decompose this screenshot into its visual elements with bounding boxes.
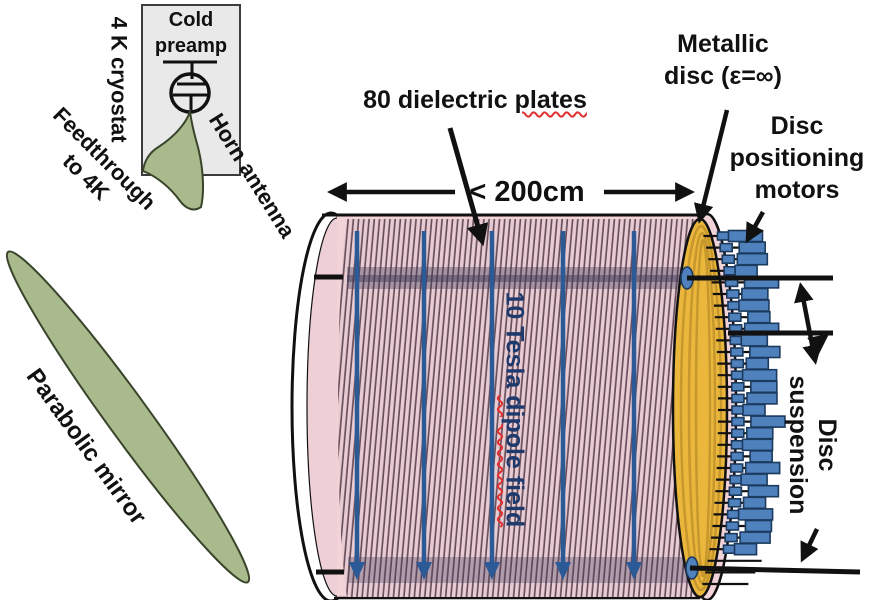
motor-connector: [728, 312, 742, 323]
positioning-motor: [746, 392, 778, 405]
dielectric-plates-hatch: [338, 219, 700, 597]
motor-connector: [731, 393, 745, 404]
label-metallic-disc-line2: disc (ε=∞): [664, 62, 782, 90]
label-dipole-field-prefix: 10 Tesla: [500, 291, 529, 396]
motor-connector: [721, 254, 736, 264]
motor-connector: [730, 428, 745, 439]
positioning-motor: [742, 496, 767, 510]
positioning-motor: [749, 450, 773, 463]
positioning-motor: [741, 287, 769, 301]
label-positioning-motors-line1: Disc: [770, 112, 824, 140]
label-dielectric-plates: 80 dielectric plates: [335, 86, 615, 115]
positioning-motor: [738, 241, 766, 254]
label-cold-preamp-line2: preamp: [154, 35, 228, 57]
label-disc-suspension-line1: Disc: [813, 418, 841, 472]
motor-connector: [731, 416, 745, 427]
positioning-motor: [739, 531, 771, 544]
label-disc-suspension: Disc suspension: [783, 370, 841, 520]
label-positioning-motors-line3: motors: [754, 176, 840, 204]
label-positioning-motors: Disc positioning motors: [712, 110, 877, 206]
suspension-rail-pointer-arrow: [800, 528, 820, 563]
positioning-motor: [749, 345, 781, 359]
field-lines-group: [349, 231, 642, 580]
motor-connector: [731, 381, 745, 392]
positioning-motor: [750, 380, 778, 394]
positioning-motor: [745, 357, 770, 370]
positioning-motor: [740, 473, 768, 486]
field-arrowhead: [416, 562, 432, 580]
positioning-motor: [734, 264, 758, 278]
motor-connector: [729, 463, 744, 473]
parabolic-mirror-shape: [5, 250, 251, 584]
motor-connector: [730, 451, 744, 462]
motor-connector: [727, 497, 742, 508]
label-cryostat: 4 K cryostat: [106, 16, 132, 143]
motor-connector: [724, 532, 738, 543]
suspension-band-bottom: [348, 557, 690, 583]
positioning-motor: [750, 415, 786, 428]
suspension-travel-arrow: [794, 282, 829, 365]
label-dielectric-plates-flagged: plates: [514, 86, 587, 114]
positioning-motor: [745, 426, 774, 440]
metallic-disc-stripes: [679, 224, 723, 592]
label-length: < 200cm: [469, 176, 585, 208]
label-disc-suspension-line2: suspension: [784, 375, 812, 515]
motor-connector: [725, 521, 740, 531]
suspension-band-top-core: [347, 275, 689, 282]
motor-connector: [719, 242, 733, 253]
suspension-rail-bottom: [689, 565, 861, 575]
horn-antenna-shape: [141, 108, 205, 211]
label-dipole-field: 10 Tesla dipole field: [500, 274, 529, 544]
plates-pointer-arrow: [447, 127, 489, 247]
positioning-motor: [747, 310, 771, 324]
field-arrowhead: [626, 562, 642, 580]
label-metallic-disc-line1: Metallic: [677, 30, 769, 58]
field-arrowhead: [349, 562, 365, 580]
field-arrowhead: [484, 562, 500, 580]
positioning-motor: [741, 438, 774, 452]
motor-connector: [726, 289, 740, 299]
positioning-motor: [740, 334, 769, 347]
positioning-motor: [736, 252, 769, 266]
positioning-motor: [737, 508, 774, 521]
motor-connector: [730, 358, 745, 369]
label-positioning-motors-line2: positioning: [729, 144, 865, 172]
field-arrowhead: [555, 562, 571, 580]
label-dielectric-plates-prefix: 80 dielectric: [363, 86, 515, 114]
positioning-motor: [744, 461, 781, 475]
label-dipole-field-flagged: dipole field: [500, 395, 529, 528]
positioning-motor: [738, 299, 770, 312]
motors-pointer-arrow: [745, 210, 765, 244]
suspension-band-top: [347, 267, 689, 289]
label-cold-preamp-line1: Cold: [168, 9, 214, 31]
motor-connector: [730, 347, 744, 357]
positioning-motor: [727, 229, 764, 243]
motor-connector: [728, 486, 743, 497]
positioning-motor: [744, 519, 773, 533]
label-cold-preamp: Cold preamp: [142, 7, 240, 59]
metallic-disc-pointer-arrow: [693, 109, 730, 224]
label-metallic-disc: Metallic disc (ε=∞): [628, 28, 818, 92]
positioning-motor: [742, 403, 766, 417]
positioning-motor: [741, 368, 778, 382]
positioning-motors-group: [716, 229, 786, 556]
positioning-motor: [733, 542, 758, 556]
positioning-motor: [747, 484, 780, 498]
